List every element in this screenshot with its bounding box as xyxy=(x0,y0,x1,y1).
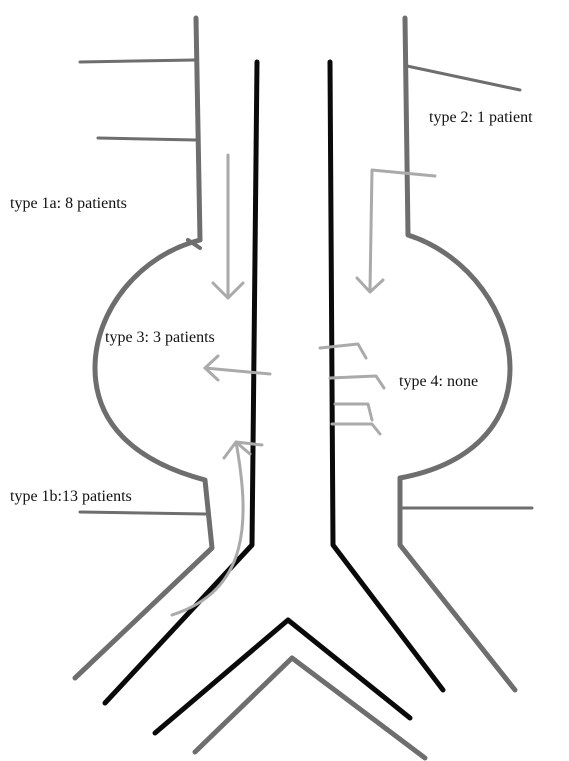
label-type2: type 2: 1 patient xyxy=(429,110,533,126)
arrow-type4-d xyxy=(332,424,380,434)
stent-graft xyxy=(105,62,443,733)
arrow-type4-b xyxy=(330,376,384,388)
arrow-type4-a xyxy=(320,344,366,358)
arrow-type2 xyxy=(370,170,435,290)
stent-graft-left xyxy=(105,62,257,703)
label-type1b: type 1b:13 patients xyxy=(10,489,132,505)
branch-left-bottom xyxy=(80,512,205,514)
iliac-bifurcation xyxy=(195,658,425,758)
aortic-wall-left xyxy=(75,18,212,678)
arrow-type4-c xyxy=(335,404,372,420)
branch-left-top xyxy=(80,60,195,62)
branch-left-mid xyxy=(98,138,196,140)
label-type1a: type 1a: 8 patients xyxy=(10,196,127,212)
label-type4: type 4: none xyxy=(399,374,478,390)
side-branches xyxy=(80,60,532,514)
branch-right-top xyxy=(407,66,520,90)
label-type3: type 3: 3 patients xyxy=(105,330,215,346)
arrow-type3 xyxy=(205,368,270,374)
